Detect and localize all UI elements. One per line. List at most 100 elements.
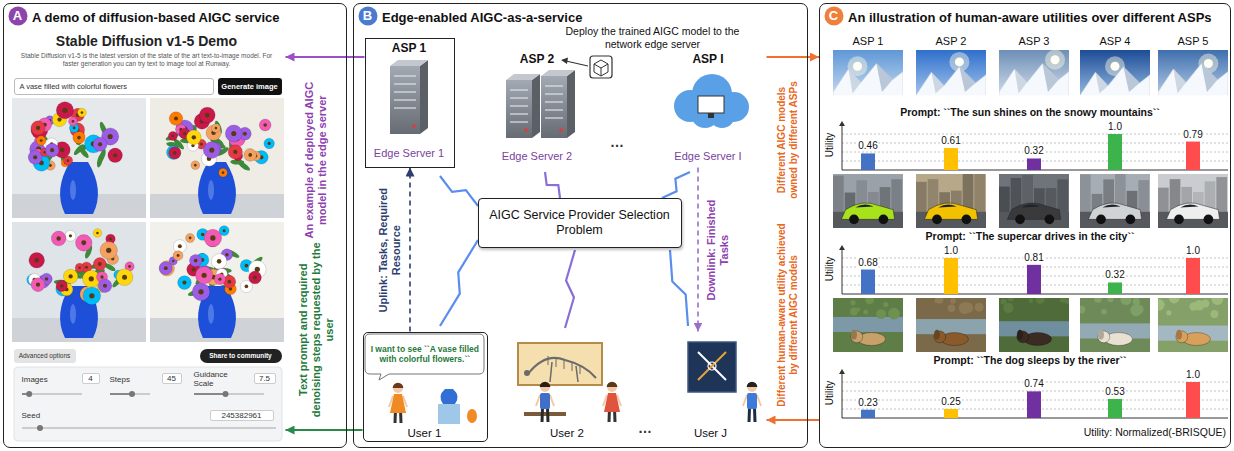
label-slot: ASP 3	[1019, 35, 1050, 47]
dinosaur-rib	[564, 360, 565, 369]
setting-name: Steps	[110, 375, 158, 384]
leg	[546, 408, 550, 422]
flower	[28, 150, 42, 164]
tool-icon	[698, 352, 726, 380]
wheel	[932, 215, 942, 225]
mountain-image	[999, 50, 1069, 104]
wheel	[1045, 215, 1055, 225]
demo-screenshot: A vase filled with colorful flowersGener…	[8, 30, 286, 444]
flower-center	[109, 238, 112, 241]
setting-name: Seed	[22, 411, 62, 420]
label-slot: 0.46	[857, 140, 878, 151]
connector-arrow	[767, 419, 820, 421]
label-slot: 0.32	[1023, 145, 1044, 156]
generated-image	[12, 98, 146, 218]
flower-center	[205, 113, 210, 118]
server-name: Edge Server 1	[366, 147, 453, 159]
text-slot: An illustration of human-aware utilities…	[848, 10, 1226, 25]
panel-badge-text: A	[13, 9, 22, 22]
flower-center	[98, 262, 102, 266]
server-top	[390, 60, 428, 66]
flower-center	[194, 164, 197, 167]
flower	[167, 145, 181, 159]
text-slot: ASP I	[650, 52, 767, 66]
bar-value: 0.46	[857, 140, 878, 151]
text-slot: User 1	[364, 427, 486, 439]
axis-label: Utility	[824, 244, 836, 294]
label-slot: 0.74	[1023, 378, 1044, 389]
flower-center	[200, 143, 203, 146]
mountain-image	[916, 50, 986, 104]
lightning-bolt	[565, 250, 575, 328]
foliage	[1080, 306, 1085, 314]
text-slot: 7.5	[254, 373, 276, 384]
flower	[56, 280, 67, 291]
foliage	[876, 309, 886, 319]
utility-bar	[944, 258, 958, 294]
text-slot: ASP 2	[490, 52, 585, 66]
utility-bar	[1186, 142, 1200, 170]
asp-name: ASP 2	[490, 52, 585, 66]
flower	[178, 276, 192, 290]
flower	[204, 229, 222, 247]
foliage	[950, 298, 956, 304]
connector-arrow	[409, 168, 411, 332]
flower-center	[192, 135, 196, 139]
flower-center	[173, 151, 177, 155]
flower	[93, 258, 106, 271]
foliage	[1166, 310, 1171, 315]
dress	[390, 394, 406, 413]
flower-center	[56, 236, 60, 240]
axis-arrow	[839, 369, 845, 374]
dinosaur-spine	[528, 358, 596, 378]
arm	[757, 395, 761, 406]
flower	[195, 267, 212, 284]
flower	[45, 143, 59, 157]
user-group: User J	[655, 332, 767, 442]
wheel	[962, 215, 972, 225]
dinosaur-rib	[548, 356, 549, 365]
building	[833, 176, 844, 213]
label-slot: Utility	[824, 120, 836, 170]
foliage	[936, 298, 944, 304]
prompt-text: Prompt: ``The sun shines on the snowy mo…	[900, 106, 1160, 118]
flower	[168, 131, 177, 140]
user-name: User J	[655, 427, 767, 439]
settings-panel: Images4Steps45Guidance Scale7.5Seed24538…	[14, 367, 282, 441]
picture-frame	[518, 343, 602, 385]
monitor-stand	[708, 113, 714, 118]
bar-value: 0.68	[857, 257, 878, 268]
settings-background	[14, 367, 282, 441]
setting-value: 245382961	[210, 410, 274, 421]
foliage	[1000, 299, 1006, 305]
mountain-image	[833, 50, 903, 104]
flower-center	[73, 126, 76, 129]
sky	[833, 50, 903, 104]
wheel	[849, 215, 859, 225]
display-board	[688, 342, 736, 392]
panel-badge-text: B	[363, 9, 372, 22]
flower-center	[225, 253, 228, 256]
dog-ear	[1098, 330, 1104, 340]
flower-center	[223, 229, 226, 232]
asp-box: ASP 1Edge Server 1	[365, 38, 455, 168]
foliage	[1120, 298, 1131, 305]
vase	[440, 389, 457, 404]
building	[916, 182, 927, 213]
flower-center	[210, 235, 215, 240]
car-window	[1021, 204, 1039, 207]
dinosaur-leg	[550, 362, 552, 382]
flower-center	[96, 232, 99, 235]
label-slot: 0.53	[1104, 386, 1125, 397]
label-slot: An example of deployed AIGC model in the…	[303, 75, 329, 245]
label-slot: Text prompt and required denoising steps…	[296, 237, 336, 422]
flower	[83, 287, 101, 305]
utility-bar	[1108, 282, 1122, 294]
flower	[108, 148, 123, 163]
grid-line	[842, 391, 1228, 392]
flower	[159, 262, 172, 275]
dog-image	[1080, 298, 1150, 352]
arm	[743, 395, 747, 406]
bar-value: 0.25	[940, 396, 961, 407]
